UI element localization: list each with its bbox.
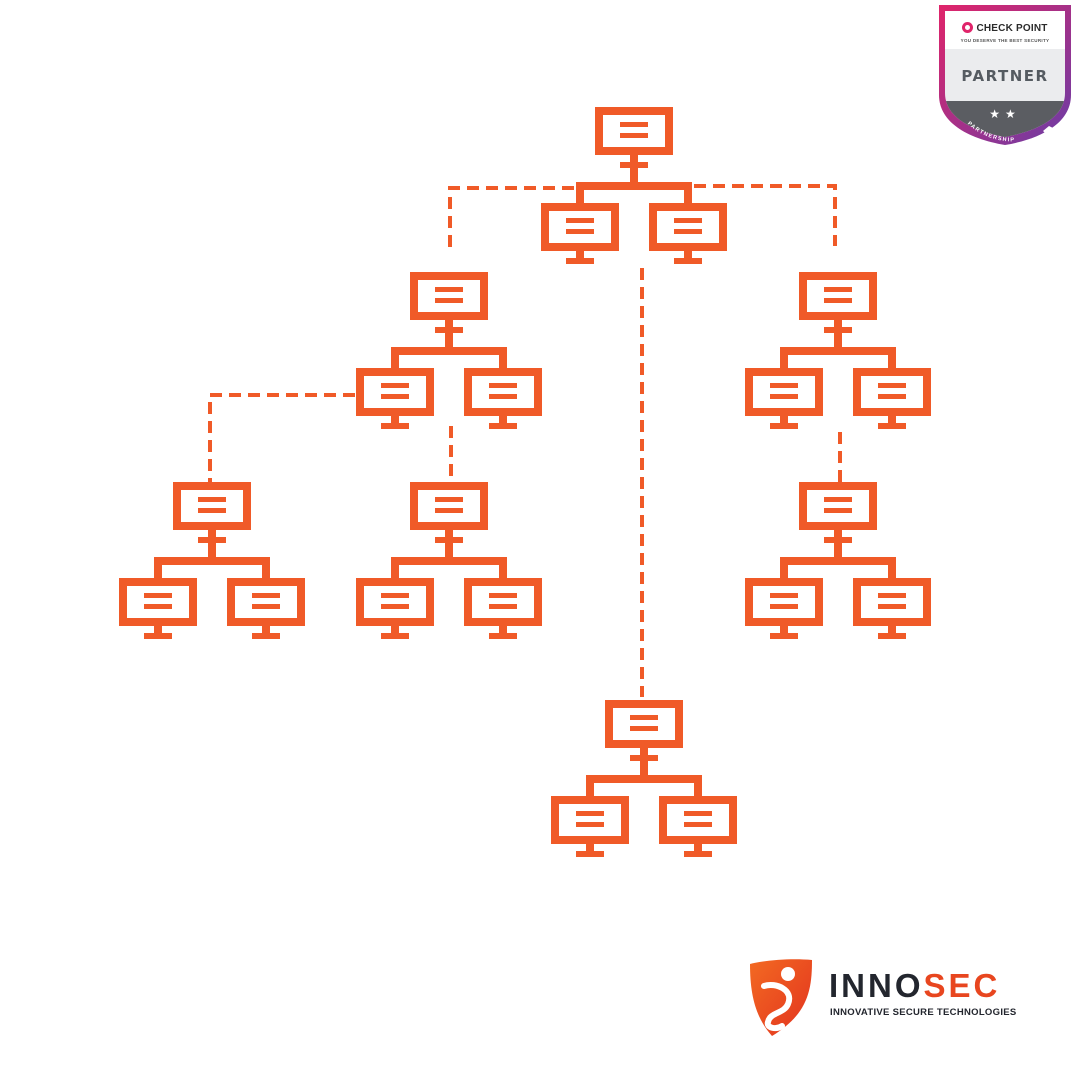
computer-monitor-icon-5 <box>356 368 434 429</box>
group-left-center <box>356 482 542 639</box>
badge-level: PARTNER <box>961 67 1049 85</box>
computer-monitor-icon-19 <box>799 482 877 543</box>
branch-bar <box>780 347 896 355</box>
svg-text:PARTNERSHIP: PARTNERSHIP <box>966 121 1015 144</box>
branch-bar <box>576 182 692 190</box>
branch-stem <box>208 543 216 561</box>
branch-bar <box>780 557 896 565</box>
group-right-lower <box>745 482 931 639</box>
computer-monitor-icon-6 <box>464 368 542 429</box>
computer-groups <box>119 107 931 857</box>
dashed-connector-4 <box>208 393 355 483</box>
innosec-tagline: INNOVATIVE SECURE TECHNOLOGIES <box>830 1007 1017 1018</box>
computer-monitor-icon-8 <box>745 368 823 429</box>
computer-monitor-icon-18 <box>464 578 542 639</box>
innosec-word-sec: SEC <box>923 967 1001 1004</box>
computer-monitor-icon-3 <box>649 203 727 264</box>
branch-left-drop <box>576 182 584 206</box>
computer-monitor-icon-1 <box>595 107 673 168</box>
computer-monitor-icon-4 <box>410 272 488 333</box>
computer-monitor-icon-15 <box>227 578 305 639</box>
innosec-shield-icon <box>750 959 812 1036</box>
checkpoint-logo-icon <box>962 22 974 33</box>
computer-monitor-icon-11 <box>551 796 629 857</box>
branch-stem <box>445 333 453 351</box>
branch-right-drop <box>888 347 896 371</box>
computer-monitor-icon-2 <box>541 203 619 264</box>
group-left-left <box>119 482 305 639</box>
branch-stem <box>640 761 648 779</box>
group-upper-left <box>356 272 542 429</box>
branch-left-drop <box>154 557 162 581</box>
branch-right-drop <box>888 557 896 581</box>
branch-left-drop <box>586 775 594 799</box>
computer-monitor-icon-14 <box>119 578 197 639</box>
innosec-logo: INNOSEC INNOVATIVE SECURE TECHNOLOGIES <box>746 956 1036 1040</box>
innosec-wordmark: INNOSEC <box>829 968 1000 1004</box>
computer-monitor-icon-12 <box>659 796 737 857</box>
computer-monitor-icon-13 <box>173 482 251 543</box>
branch-stem <box>834 333 842 351</box>
badge-stars: ★★ <box>989 107 1021 121</box>
computer-monitor-icon-7 <box>799 272 877 333</box>
branch-bar <box>391 557 507 565</box>
dashed-connector-2 <box>694 184 837 246</box>
dashed-connector-1 <box>448 186 574 250</box>
badge-tagline: YOU DESERVE THE BEST SECURITY <box>960 38 1050 43</box>
computer-monitor-icon-9 <box>853 368 931 429</box>
handshake-icon <box>1043 125 1063 137</box>
branch-stem <box>630 168 638 186</box>
branch-bar <box>586 775 702 783</box>
branch-bar <box>391 347 507 355</box>
branch-right-drop <box>694 775 702 799</box>
computer-monitor-icon-21 <box>853 578 931 639</box>
branch-stem <box>834 543 842 561</box>
checkpoint-partner-badge: CHECK POINT YOU DESERVE THE BEST SECURIT… <box>937 3 1073 147</box>
badge-arc-text: PARTNERSHIP <box>966 121 1014 144</box>
branch-right-drop <box>684 182 692 206</box>
innosec-word-inno: INNO <box>829 967 924 1004</box>
badge-shield-icon <box>939 5 1071 145</box>
computer-monitor-icon-10 <box>605 700 683 761</box>
badge-brand-name: CHECK POINT <box>976 23 1048 34</box>
computer-monitor-icon-17 <box>356 578 434 639</box>
group-lower-center <box>551 700 737 857</box>
branch-right-drop <box>262 557 270 581</box>
branch-left-drop <box>780 557 788 581</box>
computer-monitor-icon-20 <box>745 578 823 639</box>
dashed-connectors <box>208 184 842 697</box>
branch-stem <box>445 543 453 561</box>
group-upper-right <box>745 272 931 429</box>
group-root <box>541 107 727 264</box>
branch-left-drop <box>780 347 788 371</box>
badge-brand: CHECK POINT YOU DESERVE THE BEST SECURIT… <box>947 17 1063 51</box>
branch-left-drop <box>391 347 399 371</box>
branch-right-drop <box>499 347 507 371</box>
computer-monitor-icon-16 <box>410 482 488 543</box>
branch-bar <box>154 557 270 565</box>
branch-left-drop <box>391 557 399 581</box>
branch-right-drop <box>499 557 507 581</box>
